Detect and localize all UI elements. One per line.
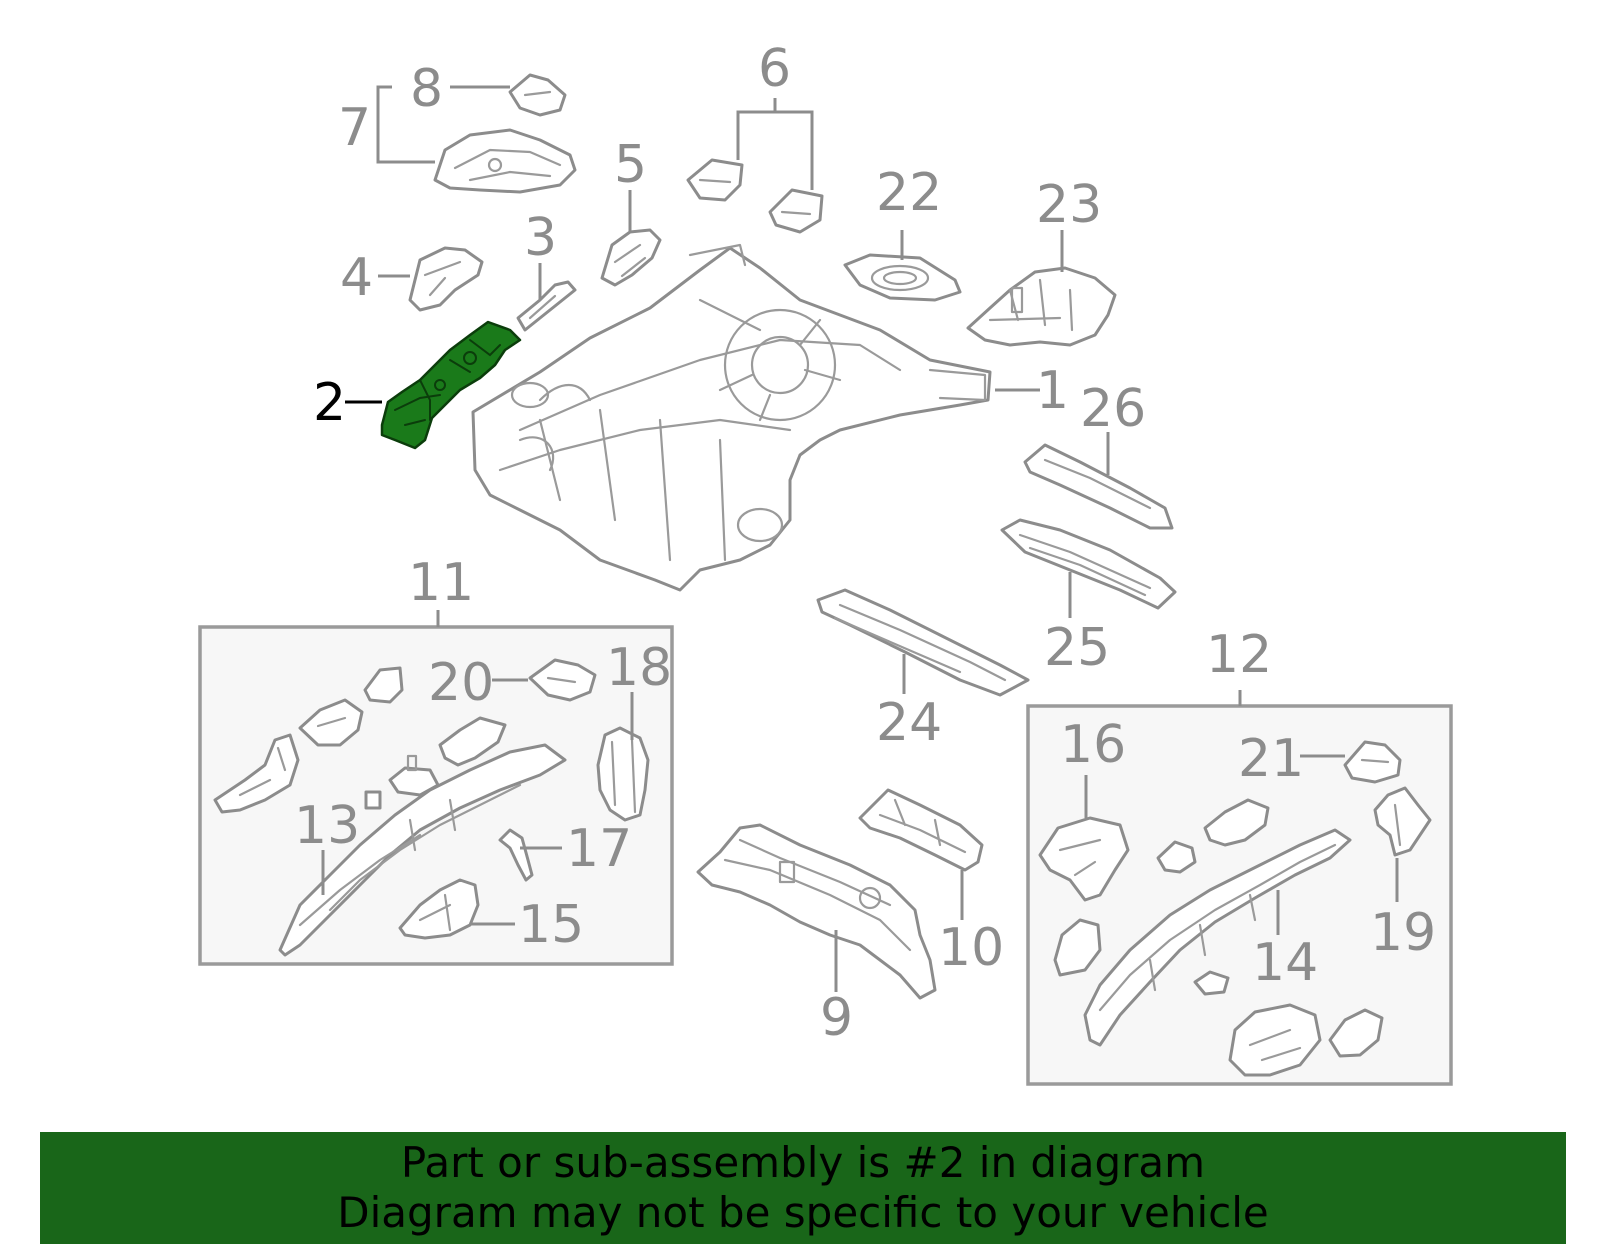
callout-14: 14 bbox=[1252, 933, 1318, 993]
group-11-small-part-a[interactable] bbox=[213, 733, 300, 814]
group-11-small-part-c[interactable] bbox=[363, 666, 404, 704]
callout-10: 10 bbox=[938, 918, 1004, 978]
group-12-small-part-c[interactable] bbox=[1203, 798, 1270, 847]
banner-line-1: Part or sub-assembly is #2 in diagram bbox=[400, 1138, 1206, 1187]
banner-line-2: Diagram may not be specific to your vehi… bbox=[337, 1188, 1269, 1237]
group-12-small-part-a[interactable] bbox=[1053, 918, 1102, 977]
callout-16: 16 bbox=[1060, 715, 1126, 775]
callout-15: 15 bbox=[518, 895, 584, 955]
group-12-small-part-f[interactable] bbox=[1328, 1008, 1384, 1058]
callout-20: 20 bbox=[428, 653, 494, 713]
part-15-bracket[interactable] bbox=[398, 878, 480, 940]
callout-labels: 1 2 3 4 5 6 7 8 9 10 11 12 13 14 15 16 1… bbox=[294, 39, 1436, 1048]
group-11-small-part-e[interactable] bbox=[438, 716, 507, 767]
group-12-small-part-e[interactable] bbox=[1228, 1003, 1322, 1077]
callout-22: 22 bbox=[876, 163, 942, 223]
callout-9: 9 bbox=[820, 988, 853, 1048]
part-18-bracket[interactable] bbox=[596, 726, 650, 822]
part-10-rail[interactable] bbox=[858, 788, 984, 872]
group-11-small-part-d[interactable] bbox=[388, 754, 440, 797]
part-9-rail[interactable] bbox=[696, 823, 937, 1000]
callout-26: 26 bbox=[1080, 379, 1146, 439]
part-6-left-bracket[interactable] bbox=[686, 158, 744, 202]
callout-1: 1 bbox=[1036, 361, 1069, 421]
part-8-bracket[interactable] bbox=[508, 73, 567, 117]
callout-11: 11 bbox=[408, 553, 474, 613]
callout-19: 19 bbox=[1370, 903, 1436, 963]
callout-6: 6 bbox=[758, 39, 791, 99]
part-13-rail[interactable] bbox=[278, 743, 567, 957]
part-20-bracket[interactable] bbox=[528, 658, 597, 702]
part-25-crossmember[interactable] bbox=[1000, 518, 1177, 610]
part-19-bracket[interactable] bbox=[1373, 786, 1432, 857]
group-12-small-part-b[interactable] bbox=[1156, 840, 1197, 874]
part-26-crossmember[interactable] bbox=[1023, 443, 1174, 530]
callout-12: 12 bbox=[1206, 625, 1272, 685]
callout-3: 3 bbox=[524, 208, 557, 268]
callout-5: 5 bbox=[614, 135, 647, 195]
callout-4: 4 bbox=[340, 248, 373, 308]
part-14-rail[interactable] bbox=[1083, 828, 1352, 1047]
part-6-right-bracket[interactable] bbox=[768, 188, 824, 234]
callout-25: 25 bbox=[1044, 618, 1110, 678]
part-7-panel[interactable] bbox=[433, 128, 577, 194]
callout-18: 18 bbox=[606, 638, 672, 698]
part-1-rear-floor-pan[interactable] bbox=[471, 243, 992, 592]
group-11-small-part-b[interactable] bbox=[298, 698, 364, 747]
info-banner: Part or sub-assembly is #2 in diagram Di… bbox=[40, 1132, 1566, 1244]
part-21-bracket[interactable] bbox=[1343, 740, 1402, 784]
group-12-small-part-d[interactable] bbox=[1193, 970, 1230, 996]
part-22-plate[interactable] bbox=[843, 253, 962, 302]
group-11-small-part-f[interactable] bbox=[364, 790, 382, 810]
leader-lines bbox=[321, 85, 1399, 992]
part-2-highlighted-bracket[interactable] bbox=[380, 320, 522, 450]
callout-23: 23 bbox=[1036, 175, 1102, 235]
part-17-bracket[interactable] bbox=[498, 828, 534, 882]
callout-13: 13 bbox=[294, 796, 360, 856]
callout-17: 17 bbox=[566, 819, 632, 879]
part-3-bracket[interactable] bbox=[516, 280, 577, 332]
part-24-crossmember[interactable] bbox=[816, 588, 1030, 697]
part-5-bracket[interactable] bbox=[600, 228, 662, 287]
callout-2: 2 bbox=[313, 373, 346, 433]
part-23-bracket[interactable] bbox=[966, 266, 1117, 347]
callout-24: 24 bbox=[876, 693, 942, 753]
part-16-bracket[interactable] bbox=[1038, 816, 1130, 902]
part-4-bracket[interactable] bbox=[408, 246, 484, 312]
callout-7: 7 bbox=[338, 98, 371, 158]
callout-21: 21 bbox=[1238, 729, 1304, 789]
callout-8: 8 bbox=[410, 59, 443, 119]
